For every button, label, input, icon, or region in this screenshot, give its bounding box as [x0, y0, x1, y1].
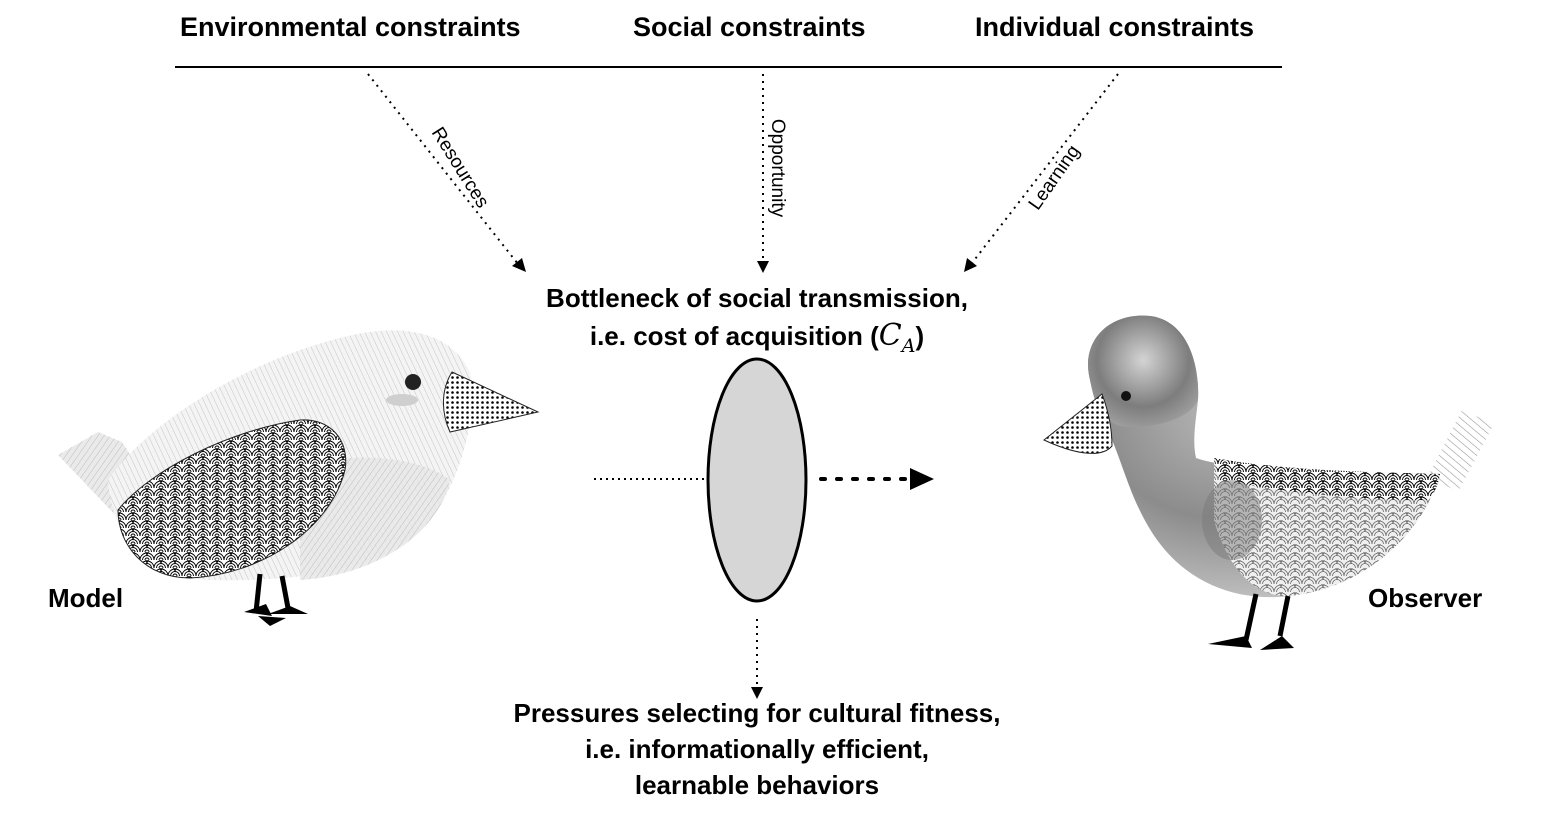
learning-arrow	[964, 73, 1119, 272]
cost-symbol-letter: C	[878, 318, 902, 353]
pressures-caption: Pressures selecting for cultural fitness…	[457, 695, 1057, 803]
bottleneck-caption: Bottleneck of social transmission, i.e. …	[457, 279, 1057, 365]
model-bird-illustration	[58, 330, 540, 626]
bottleneck-line2-prefix: i.e. cost of acquisition (	[589, 321, 879, 351]
transmission-arrow-out	[819, 468, 934, 490]
opportunity-arrow	[757, 74, 769, 273]
bottleneck-line2: i.e. cost of acquisition (CA)	[457, 317, 1057, 365]
environmental-constraints-label: Environmental constraints	[180, 12, 521, 42]
bottleneck-filter	[706, 357, 808, 603]
observer-label: Observer	[1368, 583, 1483, 613]
cost-symbol: CA	[878, 318, 916, 357]
pressures-arrow	[751, 619, 763, 699]
bottleneck-line2-suffix: )	[915, 321, 925, 351]
individual-constraints-label: Individual constraints	[975, 12, 1255, 42]
observer-bird-illustration	[1043, 315, 1494, 650]
pressures-line2: i.e. informationally efficient,	[585, 734, 929, 764]
pressures-line3: learnable behaviors	[634, 770, 880, 800]
bottleneck-line1: Bottleneck of social transmission,	[546, 283, 968, 313]
pressures-line1: Pressures selecting for cultural fitness…	[513, 698, 1001, 728]
cost-symbol-subscript: A	[901, 335, 916, 357]
social-constraints-label: Social constraints	[633, 12, 866, 42]
opportunity-label: Opportunity	[767, 118, 789, 218]
model-label: Model	[48, 583, 124, 613]
resources-arrow	[367, 73, 526, 272]
